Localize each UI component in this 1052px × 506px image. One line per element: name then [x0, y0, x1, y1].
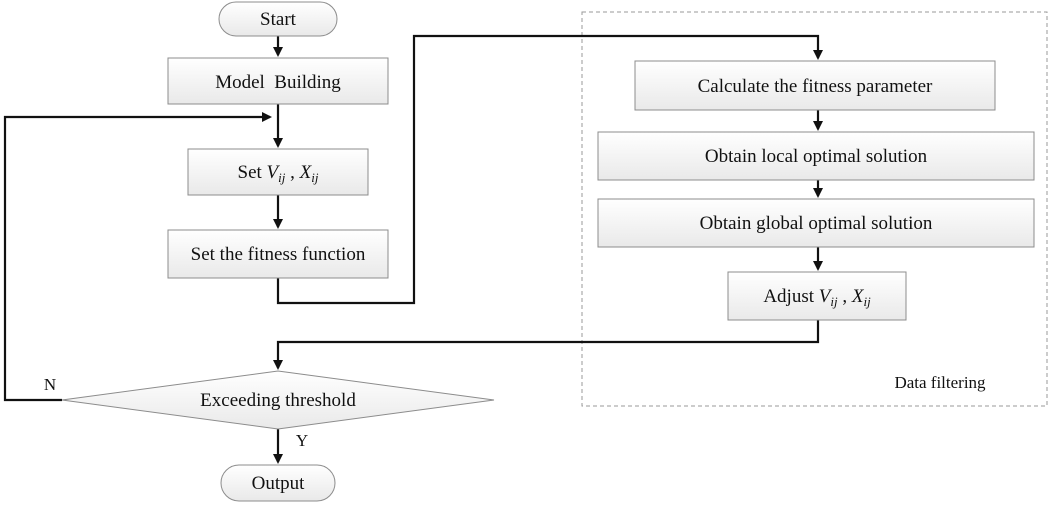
set-vx-label: Set Vij , Xij [238, 162, 319, 185]
set-fitness-label: Set the fitness function [191, 244, 366, 265]
calc-fitness-box [634, 60, 996, 111]
decision-label: Exceeding threshold [200, 390, 356, 411]
decision-diamond [61, 370, 495, 430]
arrow-decision-no-loop [3, 112, 272, 402]
branch-no-label: N [44, 375, 56, 394]
data-filtering-label: Data filtering [894, 373, 986, 392]
output-label: Output [252, 473, 306, 494]
set-fitness-box [167, 229, 389, 279]
model-building-label: Model Building [215, 72, 341, 93]
start-terminator [218, 1, 338, 37]
arrow-adjust-to-decision [273, 320, 820, 370]
local-optimal-box [597, 131, 1035, 181]
adjust-vx-box [727, 271, 907, 321]
output-terminator [220, 464, 336, 502]
local-optimal-label: Obtain local optimal solution [705, 146, 928, 167]
adjust-vx-label: Adjust Vij , Xij [763, 286, 871, 309]
branch-yes-label: Y [296, 431, 308, 450]
start-label: Start [260, 9, 297, 30]
global-optimal-box [597, 198, 1035, 248]
data-filtering-group [581, 11, 1048, 407]
set-vx-box [187, 148, 369, 196]
calc-fitness-label: Calculate the fitness parameter [698, 76, 933, 97]
arrow-set-fitness-to-calc [276, 34, 823, 305]
global-optimal-label: Obtain global optimal solution [700, 213, 933, 234]
model-building-box [167, 57, 389, 105]
